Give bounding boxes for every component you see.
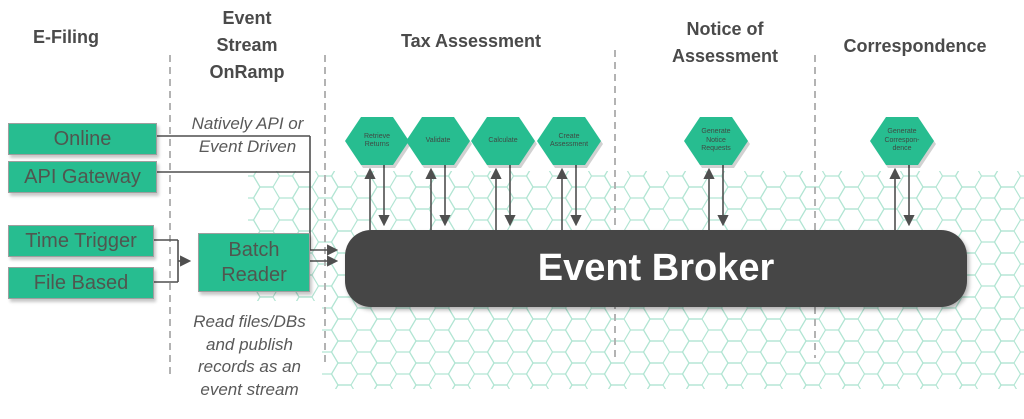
annotation-read-files: Read files/DBs and publish records as an… <box>193 312 306 399</box>
node-batch-reader: Batch Reader <box>198 233 310 292</box>
hexagon-create-assessment: Create Assessment <box>537 117 601 165</box>
node-online: Online <box>8 123 157 155</box>
column-header-correspondence: Correspondence <box>843 36 987 56</box>
column-header-notice: Notice of Assessment <box>671 19 779 66</box>
event-broker: Event Broker <box>345 230 967 307</box>
hexagon-generate-correspondence: Generate Correspon- dence <box>870 117 934 165</box>
node-file-based: File Based <box>8 267 154 299</box>
column-header-onramp: Event Stream OnRamp <box>209 8 285 82</box>
node-time-trigger: Time Trigger <box>8 225 154 257</box>
column-header-efiling: E-Filing <box>33 27 99 47</box>
annotation-natively-api: Natively API or Event Driven <box>191 114 304 156</box>
node-api-gateway: API Gateway <box>8 161 157 193</box>
column-header-tax-assessment: Tax Assessment <box>400 31 542 51</box>
hexagon-generate-notice-requests: Generate Notice Requests <box>684 117 748 165</box>
